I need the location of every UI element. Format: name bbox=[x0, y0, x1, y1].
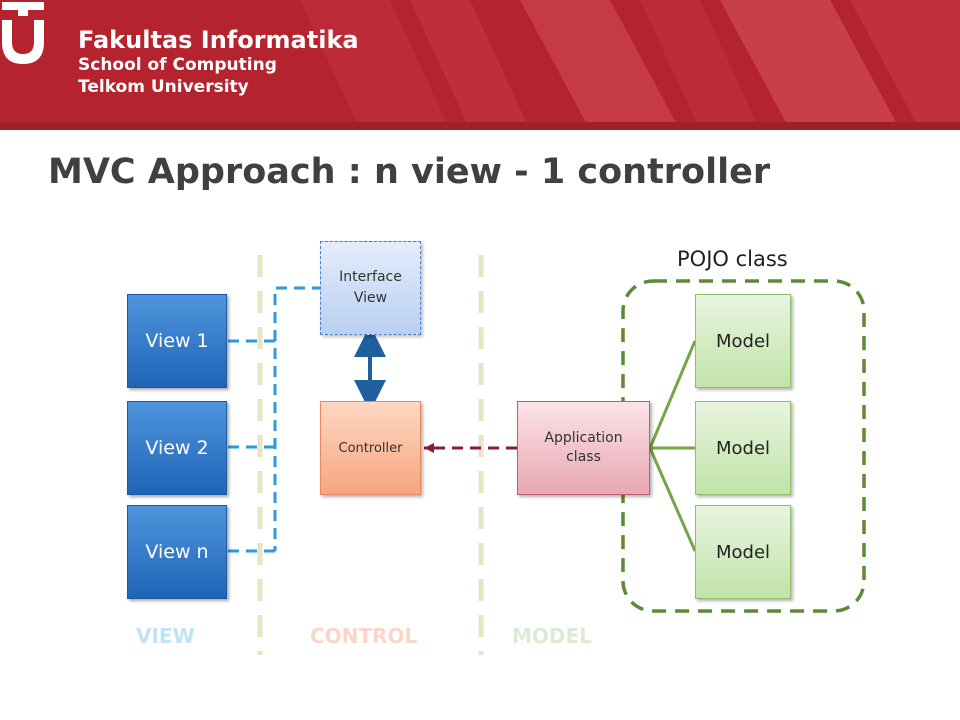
view-box-n: View n bbox=[127, 505, 227, 599]
model-link-3 bbox=[648, 447, 697, 552]
faculty-brand: Fakultas Informatika School of Computing… bbox=[78, 26, 359, 98]
interface-view-label: Interface View bbox=[339, 269, 402, 306]
header-stripes bbox=[0, 0, 960, 130]
model-box-2: Model bbox=[695, 401, 791, 495]
pojo-class-label: POJO class bbox=[677, 247, 788, 271]
brand-line-school: School of Computing bbox=[78, 55, 277, 75]
view-box-1: View 1 bbox=[127, 294, 227, 388]
view-box-2: View 2 bbox=[127, 401, 227, 495]
brand-line-faculty: Fakultas Informatika bbox=[78, 26, 359, 54]
application-controller-arrowhead bbox=[424, 443, 434, 453]
application-class-label: Application class bbox=[544, 430, 623, 465]
column-label-control: CONTROL bbox=[310, 624, 418, 648]
application-class-box: Application class bbox=[517, 401, 650, 495]
slide-title: MVC Approach : n view - 1 controller bbox=[48, 152, 771, 192]
column-label-model: MODEL bbox=[512, 624, 592, 648]
column-label-view: VIEW bbox=[136, 624, 195, 648]
brand-line-university: Telkom University bbox=[78, 77, 249, 97]
header-banner: Fakultas Informatika School of Computing… bbox=[0, 0, 960, 130]
view-connector-line bbox=[228, 286, 320, 553]
telkom-logo-icon bbox=[2, 2, 44, 64]
interface-view-box: Interface View bbox=[320, 241, 421, 335]
controller-box: Controller bbox=[320, 401, 421, 495]
model-box-1: Model bbox=[695, 294, 791, 388]
model-link-1 bbox=[648, 340, 697, 449]
model-box-3: Model bbox=[695, 505, 791, 599]
